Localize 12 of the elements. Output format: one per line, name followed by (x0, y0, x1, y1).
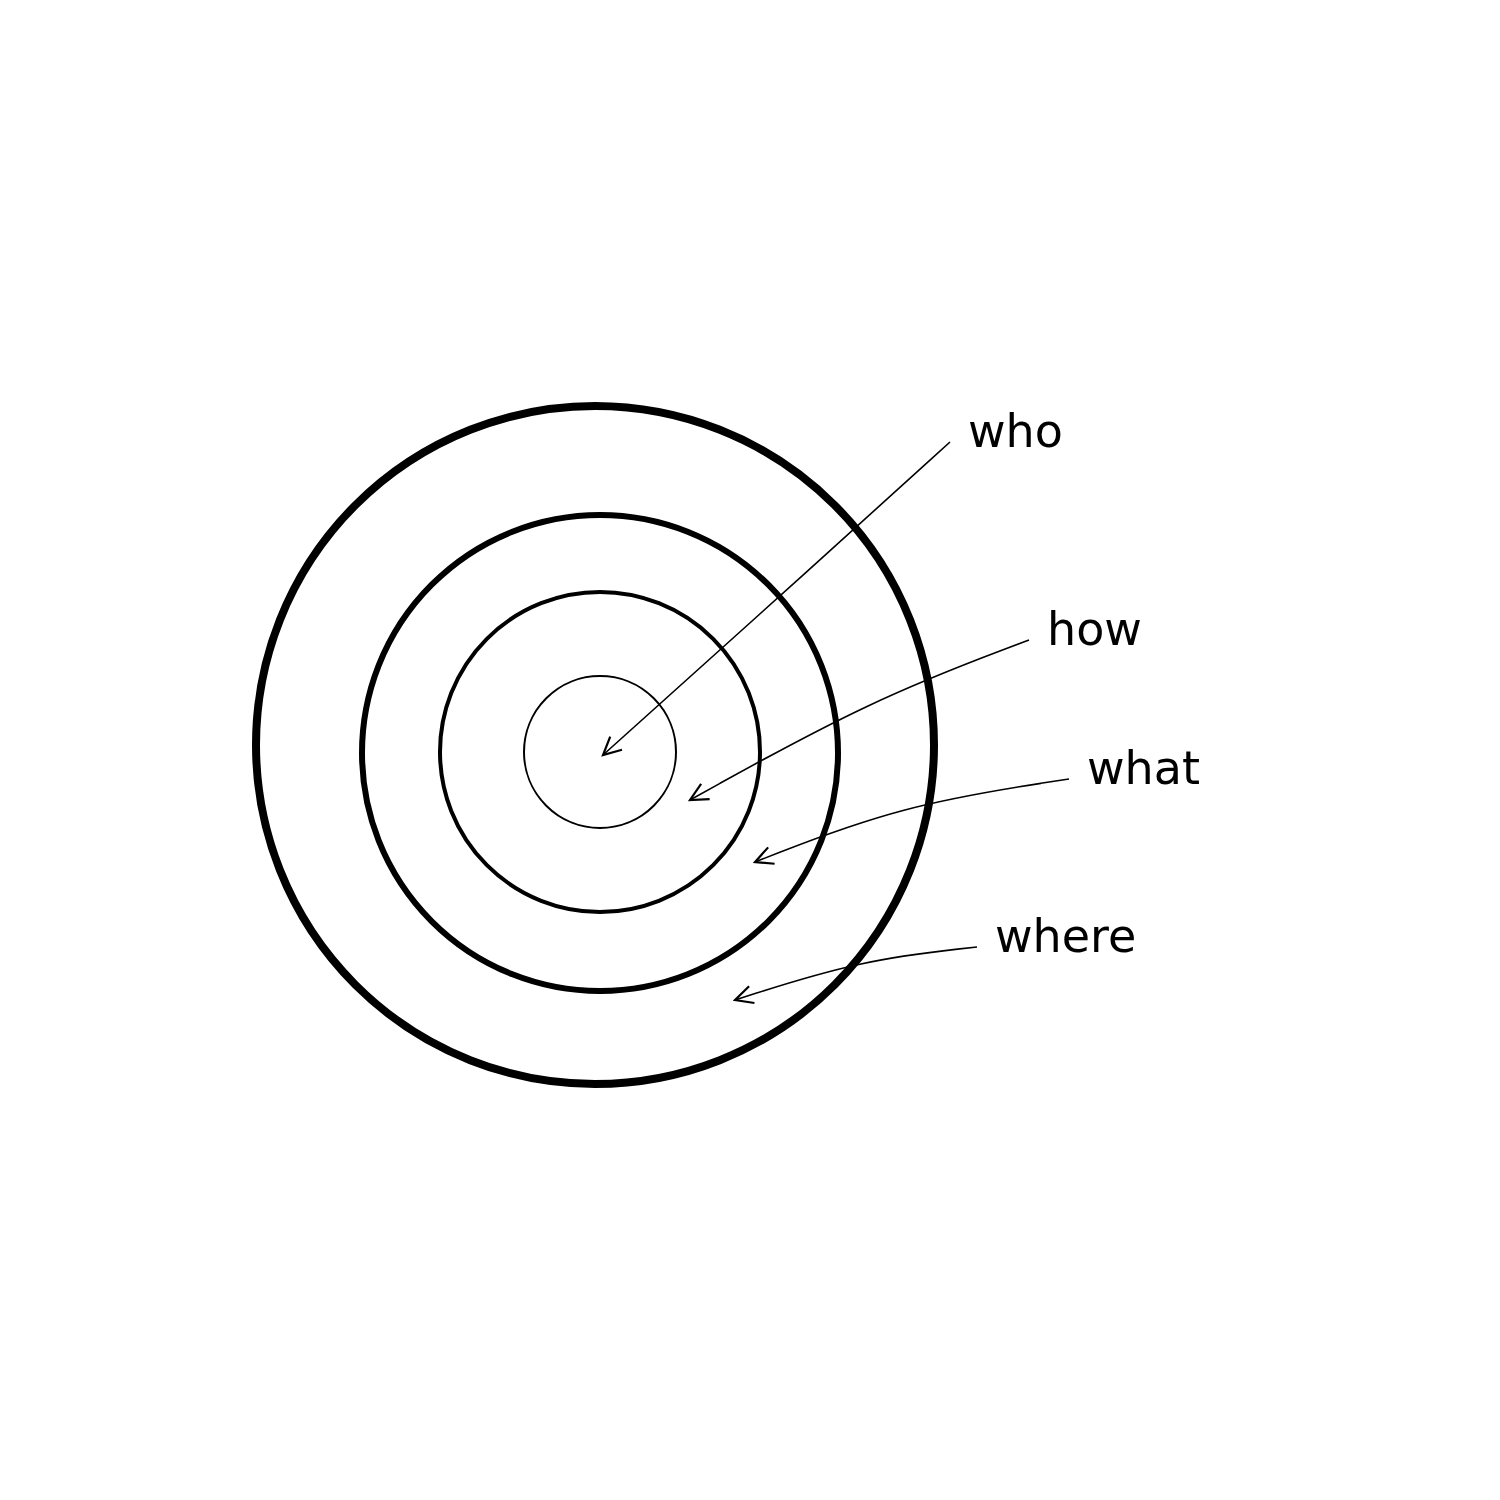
ring-circle (523, 675, 677, 829)
leader-arrow (753, 778, 1070, 865)
leader-arrow (601, 441, 951, 757)
leader-label: where (995, 913, 1137, 959)
ring-circle (359, 512, 841, 994)
leader-label: who (968, 408, 1063, 454)
leader-arrow (733, 946, 978, 1005)
leader-label: what (1087, 745, 1200, 791)
ring-circle (252, 402, 938, 1088)
ring-circle (438, 590, 762, 914)
leader-label: how (1047, 606, 1142, 652)
leader-arrow (688, 639, 1030, 802)
